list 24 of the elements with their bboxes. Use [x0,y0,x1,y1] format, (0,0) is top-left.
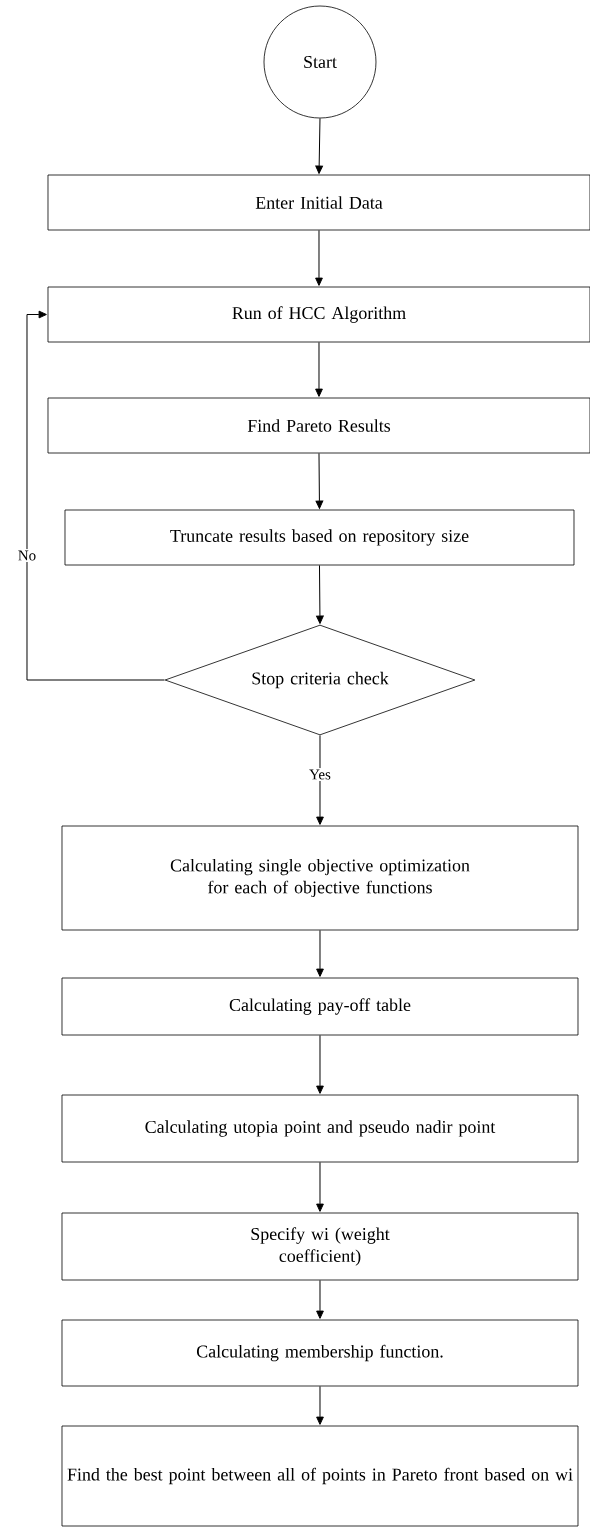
process-box: Specify wi (weight coefficient) [61,1212,579,1281]
process-box: Find the best point between all of points in Pareto front based on wi [61,1425,579,1527]
arrow [315,229,323,286]
process-box: Run of HCC Algorithm [47,286,590,343]
arrow [315,341,323,397]
process-box: Enter Initial Data [47,174,590,231]
arrow [316,1279,324,1319]
arrow [26,310,166,681]
arrow [316,1161,324,1212]
arrow [316,734,324,825]
process-box: Calculating single objective optimization for each of objective functions [61,825,579,931]
edge-label: No [16,549,38,562]
process-box: Calculating utopia point and pseudo nadir point [61,1094,579,1163]
arrow [315,452,324,509]
arrow [316,564,324,624]
process-box: Find Pareto Results [47,397,590,454]
process-box: Truncate results based on repository size [64,509,575,566]
process-box: Calculating membership function. [61,1319,579,1387]
arrow [315,117,323,174]
arrow [316,1034,324,1094]
arrow [316,929,324,977]
process-box: Calculating pay-off table [61,977,579,1036]
arrow [316,1385,324,1425]
edge-label: Yes [307,768,333,781]
